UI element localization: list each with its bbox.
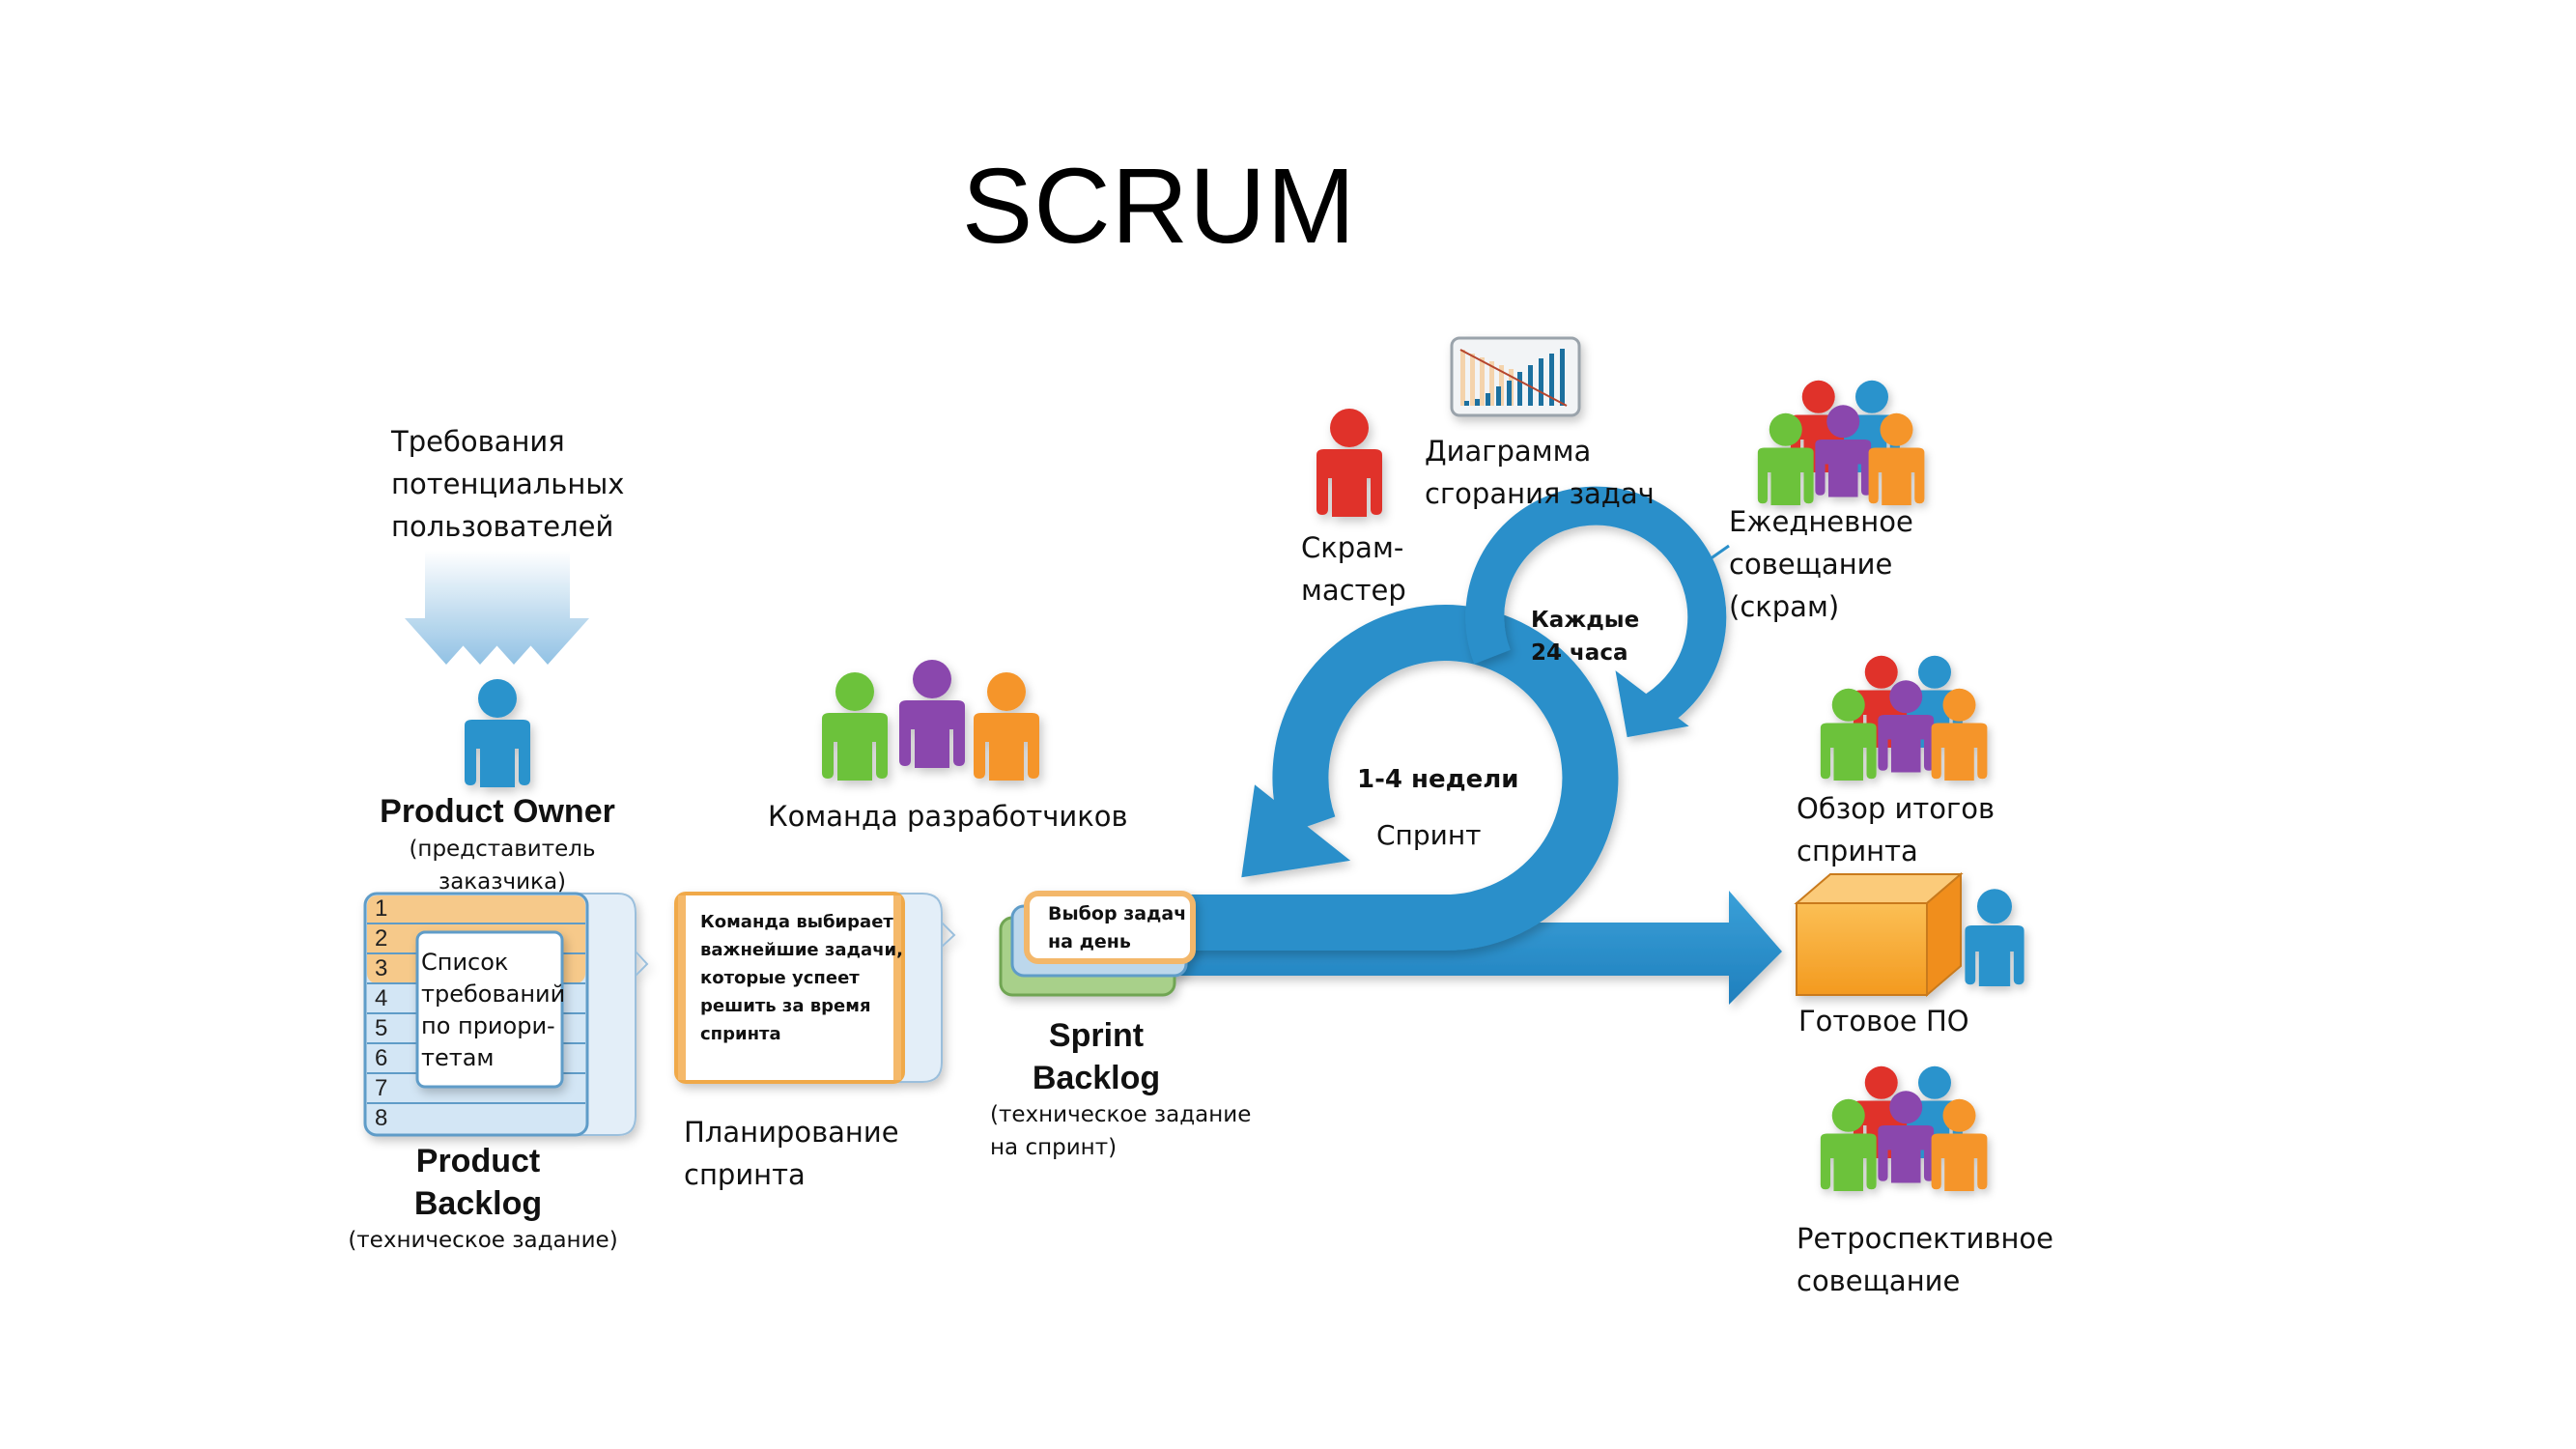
sprint-planning-title: Планирование спринта xyxy=(684,1111,899,1196)
product-increment-box-icon xyxy=(1794,871,1964,998)
daily-loop-label: Каждые 24 часа xyxy=(1531,604,1639,669)
burndown-line: Диаграмма xyxy=(1425,435,1592,468)
sprint-backlog-title: Sprint Backlog xyxy=(985,1014,1207,1099)
daily-scrum-line: (скрам) xyxy=(1729,590,1840,623)
user-requirements-line: пользователей xyxy=(391,510,614,543)
daily-scrum-line: совещание xyxy=(1729,548,1893,581)
backlog-row-number: 7 xyxy=(375,1075,388,1101)
sprint-review-group-icon xyxy=(1820,655,1988,781)
sprint-backlog-subtitle-line: на спринт) xyxy=(990,1135,1118,1160)
note-line: Выбор задач xyxy=(1048,903,1187,924)
sprint-label: Спринт xyxy=(1376,819,1482,851)
sprint-planning-title-line: спринта xyxy=(684,1158,806,1191)
product-owner-title: Product Owner xyxy=(380,793,615,830)
sprint-backlog-cards xyxy=(999,891,1196,997)
note-line: на день xyxy=(1048,931,1131,952)
scrum-master-label: Скрам- мастер xyxy=(1301,526,1406,611)
note-line: спринта xyxy=(700,1024,781,1044)
user-requirements-line: Требования xyxy=(391,425,565,458)
note-line: решить за время xyxy=(700,996,871,1016)
sprint-backlog-title-line: Sprint xyxy=(1048,1017,1145,1054)
product-owner-person-icon xyxy=(465,679,530,787)
daily-scrum-label: Ежедневное совещание (скрам) xyxy=(1729,500,1913,628)
product-backlog-title-line: Product xyxy=(415,1143,541,1179)
product-backlog-row-numbers: 1 2 3 4 5 6 7 8 xyxy=(365,894,404,1135)
note-line: Команда выбирает xyxy=(700,912,893,932)
burndown-chart-icon xyxy=(1450,336,1581,417)
daily-loop-arrow xyxy=(1465,486,1730,738)
backlog-row-number: 4 xyxy=(375,985,388,1011)
dev-team-label: Команда разработчиков xyxy=(768,800,1128,833)
retrospective-label: Ретроспективное совещание xyxy=(1797,1217,2053,1302)
scrum-master-person-icon xyxy=(1316,409,1382,517)
note-line: тетам xyxy=(421,1044,495,1071)
daily-loop-line: Каждые xyxy=(1531,608,1640,633)
sprint-planning-card xyxy=(674,892,956,1084)
sprint-review-label: Обзор итогов спринта xyxy=(1797,787,1995,872)
backlog-row-number: 1 xyxy=(375,895,388,922)
customer-person-icon xyxy=(1965,889,2024,986)
note-line: которые успеет xyxy=(700,968,860,988)
note-line: Список xyxy=(421,949,509,976)
dev-team-icon xyxy=(822,660,1039,781)
product-backlog-note xyxy=(415,930,564,1089)
sprint-planning-title-line: Планирование xyxy=(684,1116,899,1149)
backlog-row-number: 2 xyxy=(375,925,388,952)
daily-loop-line: 24 часа xyxy=(1531,640,1628,666)
daily-scrum-group-icon xyxy=(1757,380,1925,505)
product-owner-subtitle: (представитель заказчика) xyxy=(409,837,596,895)
scrum-master-line: Скрам- xyxy=(1301,531,1404,564)
backlog-row-number: 8 xyxy=(375,1105,388,1131)
product-backlog-subtitle: (техническое задание) xyxy=(348,1228,618,1253)
retrospective-line: совещание xyxy=(1797,1264,1961,1297)
product-backlog-title: Product Backlog xyxy=(357,1140,599,1225)
scrum-master-line: мастер xyxy=(1301,574,1406,607)
down-arrows-icon xyxy=(405,551,589,665)
sprint-loop-arrow xyxy=(1149,605,1619,952)
backlog-row-number: 6 xyxy=(375,1045,388,1071)
sprint-duration-label: 1-4 недели xyxy=(1357,765,1519,794)
sprint-review-line: спринта xyxy=(1797,835,1918,867)
page-title: SCRUM xyxy=(961,147,1357,266)
note-line: требований xyxy=(421,980,566,1008)
burndown-label: Диаграмма сгорания задач xyxy=(1425,430,1655,515)
sprint-review-line: Обзор итогов xyxy=(1797,792,1996,825)
product-backlog-note-text: Список требований по приори- тетам xyxy=(421,947,565,1074)
user-requirements-label: Требования потенциальных пользователей xyxy=(391,420,624,548)
backlog-row-number: 3 xyxy=(375,955,388,981)
sprint-planning-note-text: Команда выбирает важнейшие задачи, котор… xyxy=(700,908,903,1048)
product-increment-label: Готовое ПО xyxy=(1798,1005,1969,1037)
sprint-backlog-note-text: Выбор задач на день xyxy=(1048,900,1186,956)
burndown-line: сгорания задач xyxy=(1425,477,1655,510)
daily-scrum-line: Ежедневное xyxy=(1729,505,1913,538)
note-line: по приори- xyxy=(421,1012,555,1039)
sprint-backlog-subtitle: (техническое задание на спринт) xyxy=(990,1098,1251,1164)
sprint-backlog-title-line: Backlog xyxy=(1032,1060,1161,1096)
sprint-backlog-subtitle-line: (техническое задание xyxy=(990,1102,1252,1127)
retrospective-group-icon xyxy=(1820,1065,1988,1191)
note-line: важнейшие задачи, xyxy=(700,940,904,960)
backlog-row-number: 5 xyxy=(375,1015,388,1041)
retrospective-line: Ретроспективное xyxy=(1797,1222,2054,1255)
product-backlog-title-line: Backlog xyxy=(413,1185,543,1222)
user-requirements-line: потенциальных xyxy=(391,468,625,500)
